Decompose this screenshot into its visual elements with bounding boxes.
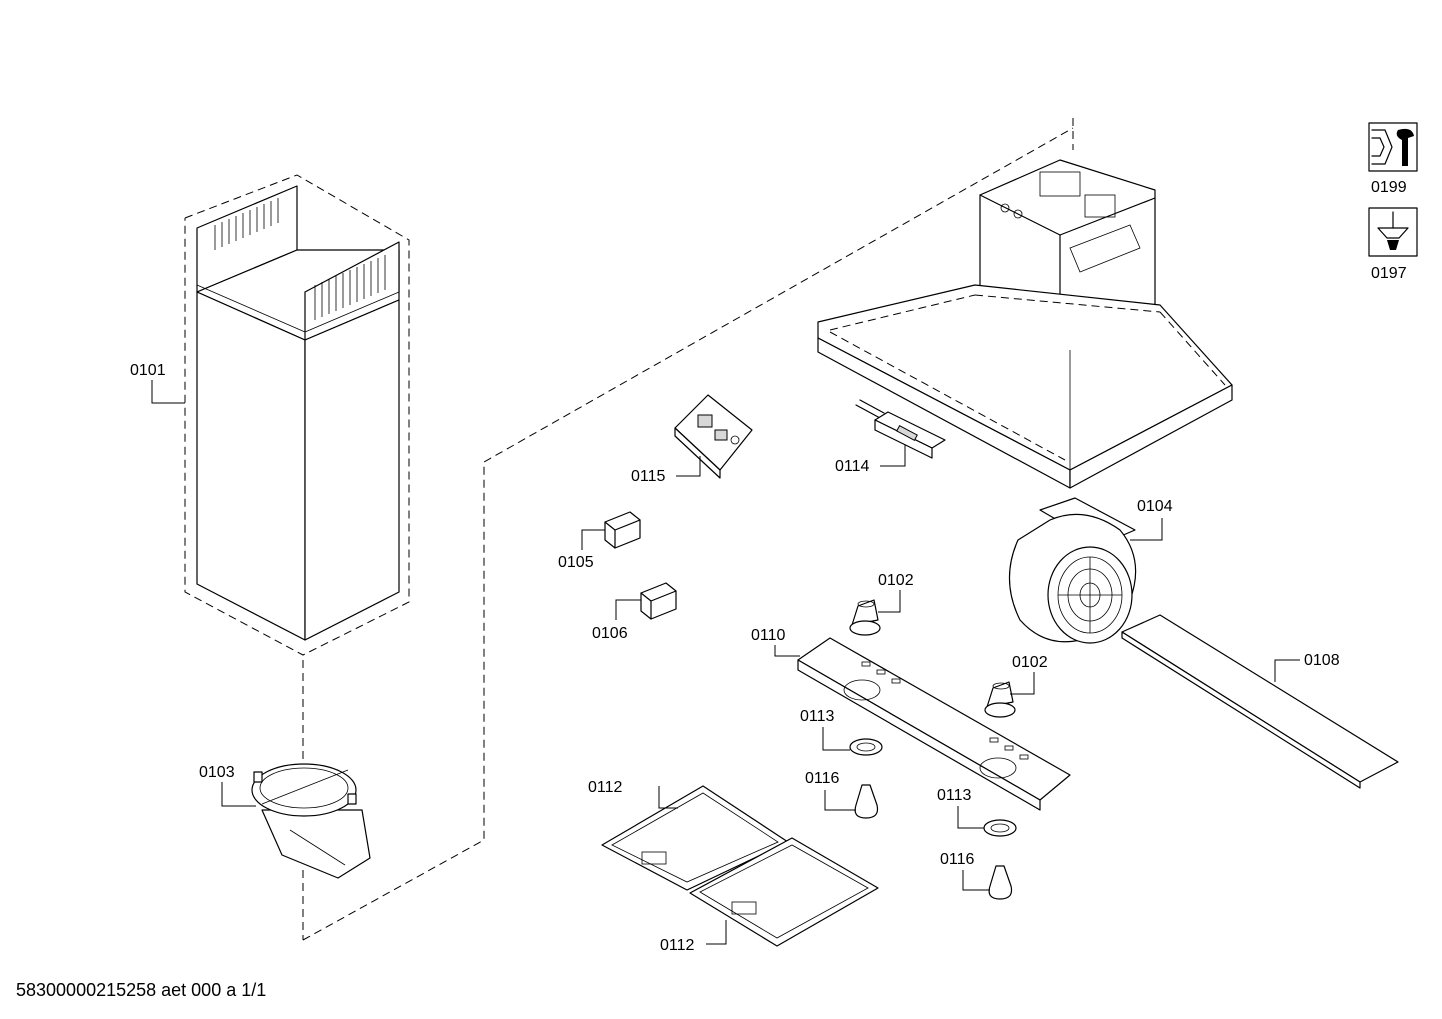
label-0199: 0199 — [1371, 179, 1407, 196]
assembly-guide-lines — [184, 118, 1074, 941]
label-0114: 0114 — [835, 458, 870, 475]
label-0108: 0108 — [1304, 652, 1340, 669]
control-module — [674, 394, 753, 479]
mounting-rail — [797, 637, 1071, 811]
bulb-a — [854, 784, 879, 819]
lamp-ring-b — [983, 819, 1017, 837]
light-housing-a — [849, 599, 881, 636]
label-0112-a: 0112 — [588, 779, 623, 796]
label-0115: 0115 — [631, 468, 666, 485]
wrench-icon — [1368, 122, 1418, 172]
fan-motor — [1008, 497, 1137, 644]
label-0102-a: 0102 — [878, 572, 914, 589]
label-0116-a: 0116 — [805, 770, 840, 787]
leader-lines — [151, 380, 1300, 945]
chimney-cover — [196, 185, 400, 641]
bulb-b — [988, 865, 1013, 900]
label-0112-b: 0112 — [660, 937, 695, 954]
label-0106: 0106 — [592, 625, 628, 642]
lamp-ring-a — [849, 738, 883, 756]
capacitor-0106 — [640, 582, 677, 620]
label-0116-b: 0116 — [940, 851, 975, 868]
label-0197: 0197 — [1371, 265, 1407, 282]
label-0113-b: 0113 — [937, 787, 972, 804]
part-labels: 0101 0103 0115 0114 0105 0106 0104 0102 … — [130, 362, 1340, 954]
label-0101: 0101 — [130, 362, 166, 379]
label-0113-a: 0113 — [800, 708, 835, 725]
label-0103: 0103 — [199, 764, 235, 781]
duct-adapter — [251, 763, 371, 879]
label-0104: 0104 — [1137, 498, 1173, 515]
label-0102-b: 0102 — [1012, 654, 1048, 671]
label-0105: 0105 — [558, 554, 594, 571]
cover-strip — [1121, 614, 1399, 789]
control-panel — [855, 399, 946, 459]
document-footer: 58300000215258 aet 000 a 1/1 — [16, 980, 267, 1000]
screwdriver-icon — [1368, 207, 1418, 257]
grease-filter-right — [689, 837, 879, 947]
capacitor-0105 — [604, 511, 641, 549]
hood-body — [817, 159, 1233, 489]
light-housing-b — [984, 681, 1016, 718]
label-0110: 0110 — [751, 627, 786, 644]
